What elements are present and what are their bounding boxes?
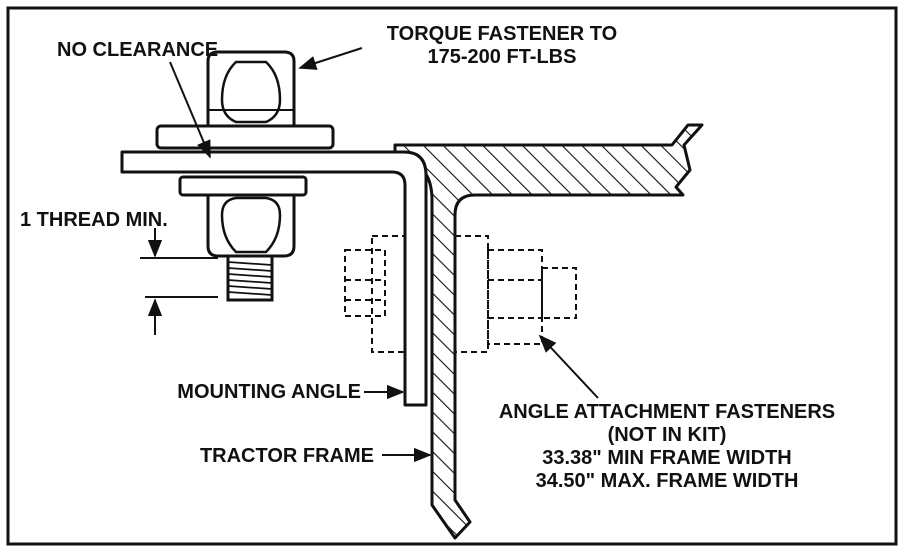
figure-border xyxy=(6,6,898,546)
nut xyxy=(206,193,296,258)
top-washer xyxy=(155,124,335,150)
label-attach-line3: 33.38" MIN FRAME WIDTH xyxy=(542,447,792,469)
thread-dimension xyxy=(140,228,218,335)
label-attach-line2: (NOT IN KIT) xyxy=(608,424,727,446)
mounting-angle xyxy=(120,150,428,407)
leader-lines xyxy=(169,47,599,463)
label-torque-line2: 175-200 FT-LBS xyxy=(428,46,577,68)
bolt-head xyxy=(206,50,296,128)
bolt-thread xyxy=(226,254,274,302)
bottom-washer xyxy=(178,175,308,197)
label-thread-min: 1 THREAD MIN. xyxy=(20,209,168,231)
label-tractor-frame: TRACTOR FRAME xyxy=(200,445,374,467)
label-mounting-angle: MOUNTING ANGLE xyxy=(177,381,361,403)
label-attach-line1: ANGLE ATTACHMENT FASTENERS xyxy=(499,401,835,423)
label-no-clearance: NO CLEARANCE xyxy=(57,39,218,61)
attachment-fasteners-dashed xyxy=(344,235,577,353)
label-torque-line1: TORQUE FASTENER TO xyxy=(387,23,617,45)
label-attach-line4: 34.50" MAX. FRAME WIDTH xyxy=(536,470,799,492)
